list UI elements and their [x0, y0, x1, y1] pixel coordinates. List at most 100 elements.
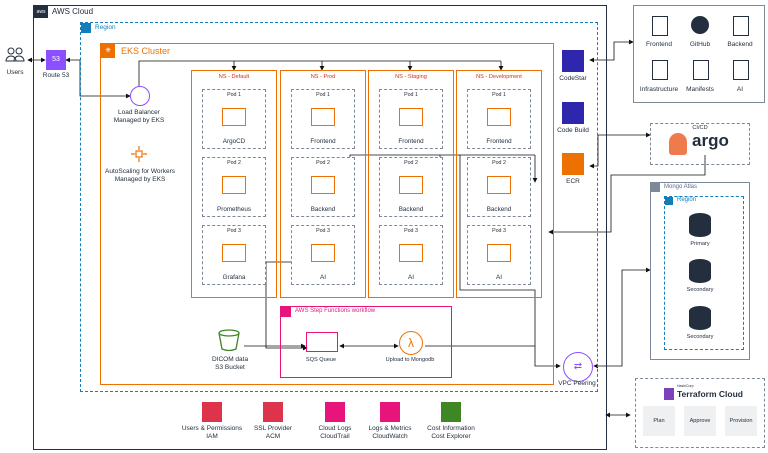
pod-title: Pod 2 — [316, 160, 330, 166]
argo-octopus-icon — [669, 133, 687, 155]
pod-name: Frontend — [310, 138, 336, 145]
eks-icon: ⎈ — [101, 44, 115, 58]
pod-title: Pod 3 — [316, 228, 330, 234]
container-icon — [399, 108, 423, 126]
terraform-provision-step: Provision — [725, 406, 757, 436]
autoscaling-label-1: AutoScaling for Workers — [105, 168, 175, 175]
container-icon — [399, 176, 423, 194]
repo-infrastructure-icon — [652, 60, 668, 80]
pod-name: Backend — [486, 206, 512, 213]
mongo-region-title: Region — [677, 197, 697, 203]
lambda-icon: λ — [399, 331, 423, 355]
namespace-title: NS - Development — [476, 74, 522, 80]
pod-title: Pod 3 — [404, 228, 418, 234]
iam-label-1: Users & Permissions — [181, 425, 243, 432]
region-title: Region — [95, 24, 116, 31]
codebuild-icon — [562, 102, 584, 124]
cloudwatch-icon — [380, 402, 400, 422]
aws-cloud-group: aws AWS Cloud — [33, 5, 607, 450]
container-icon — [311, 108, 335, 126]
repo-frontend-label: Frontend — [645, 41, 673, 48]
pod-name: Frontend — [486, 138, 512, 145]
pod-staging-ai: Pod 3 AI — [379, 225, 443, 285]
pod-title: Pod 3 — [227, 228, 241, 234]
pod-argocd: Pod 1 ArgoCD — [202, 89, 266, 149]
pod-dev-backend: Pod 2 Backend — [467, 157, 531, 217]
pod-name: AI — [496, 274, 502, 281]
ai-sqs-link — [265, 261, 308, 351]
database-primary-icon — [689, 213, 711, 237]
eks-cluster-group: ⎈ EKS Cluster — [100, 43, 554, 385]
pod-title: Pod 2 — [492, 160, 506, 166]
dicom-label-1: DICOM data — [211, 356, 249, 363]
acm-label-2: ACM — [265, 433, 281, 440]
terraform-group — [635, 378, 765, 448]
cloudwatch-label-1: Logs & Metrics — [368, 425, 412, 432]
cicd-group — [650, 123, 750, 165]
container-icon — [222, 244, 246, 262]
container-icon — [399, 244, 423, 262]
pod-title: Pod 2 — [404, 160, 418, 166]
ecr-argo-link — [589, 132, 651, 169]
region-flag-icon — [81, 23, 91, 33]
github-icon — [691, 16, 709, 34]
namespace-staging: NS - Staging Pod 1 Frontend Pod 2 Backen… — [368, 70, 454, 298]
terraform-logo-text: Terraform Cloud — [677, 389, 743, 399]
cost-explorer-label-2: Cost Explorer — [431, 433, 471, 440]
terraform-logo-small: HashiCorp — [677, 384, 694, 388]
pod-name: Backend — [398, 206, 424, 213]
pod-name: ArgoCD — [222, 138, 246, 145]
codestar-repos-link — [589, 39, 634, 63]
users-label: Users — [6, 69, 24, 76]
acm-label-1: SSL Provider — [253, 425, 293, 432]
dicom-label-2: S3 Bucket — [215, 364, 245, 371]
pod-prometheus: Pod 2 Prometheus — [202, 157, 266, 217]
mongo-region-group: Region — [664, 196, 744, 350]
terraform-approve-step: Approve — [684, 406, 716, 436]
namespace-title: NS - Prod — [310, 74, 336, 80]
lambda-label: Upload to Mongodb — [385, 357, 435, 363]
pod-title: Pod 1 — [227, 92, 241, 98]
pod-prod-frontend: Pod 1 Frontend — [291, 89, 355, 149]
repo-manifests-icon — [693, 60, 709, 80]
repo-frontend-icon — [652, 16, 668, 36]
lambda-vpc-link — [425, 345, 561, 369]
repo-infrastructure-label: Infrastructure — [639, 86, 679, 93]
cicd-title: CI/CD — [692, 125, 708, 131]
pod-name: Frontend — [398, 138, 424, 145]
codebuild-label: Code Build — [557, 127, 589, 134]
mongo-atlas-icon — [651, 183, 660, 192]
autoscaling-icon — [130, 145, 148, 163]
repo-manifests-label: Manifests — [686, 86, 714, 93]
pod-staging-backend: Pod 2 Backend — [379, 157, 443, 217]
aws-cloud-title: AWS Cloud — [52, 7, 94, 16]
container-icon — [487, 108, 511, 126]
database-secondary-2-label: Secondary — [686, 334, 714, 340]
pod-dev-frontend: Pod 1 Frontend — [467, 89, 531, 149]
region-group: Region — [80, 22, 598, 392]
repo-backend-label: Backend — [727, 41, 753, 48]
pod-name: Grafana — [222, 274, 246, 281]
cloudtrail-label-1: Cloud Logs — [318, 425, 352, 432]
pod-name: Backend — [310, 206, 336, 213]
pod-dev-ai: Pod 3 AI — [467, 225, 531, 285]
pod-name: AI — [320, 274, 326, 281]
repo-backend-icon — [733, 16, 749, 36]
database-secondary-1-icon — [689, 259, 711, 283]
ecr-label: ECR — [566, 178, 580, 185]
s3-bucket-icon — [216, 328, 242, 352]
iam-icon — [202, 402, 222, 422]
repositories-group — [633, 5, 765, 103]
eks-cluster-title: EKS Cluster — [121, 46, 171, 56]
load-balancer-label-1: Load Balancer — [118, 109, 160, 116]
vpc-peering-label: VPC Peering — [558, 380, 596, 387]
lb-bus — [138, 60, 501, 86]
container-icon — [311, 176, 335, 194]
step-functions-icon — [281, 307, 291, 317]
argo-cluster-link — [548, 155, 706, 235]
codestar-label: CodeStar — [559, 75, 587, 82]
pod-prod-ai: Pod 3 AI — [291, 225, 355, 285]
vpc-peering-icon: ⇄ — [563, 352, 593, 382]
namespace-prod: NS - Prod Pod 1 Frontend Pod 2 Backend P… — [280, 70, 366, 298]
autoscaling-label-2: Managed by EKS — [114, 176, 166, 183]
